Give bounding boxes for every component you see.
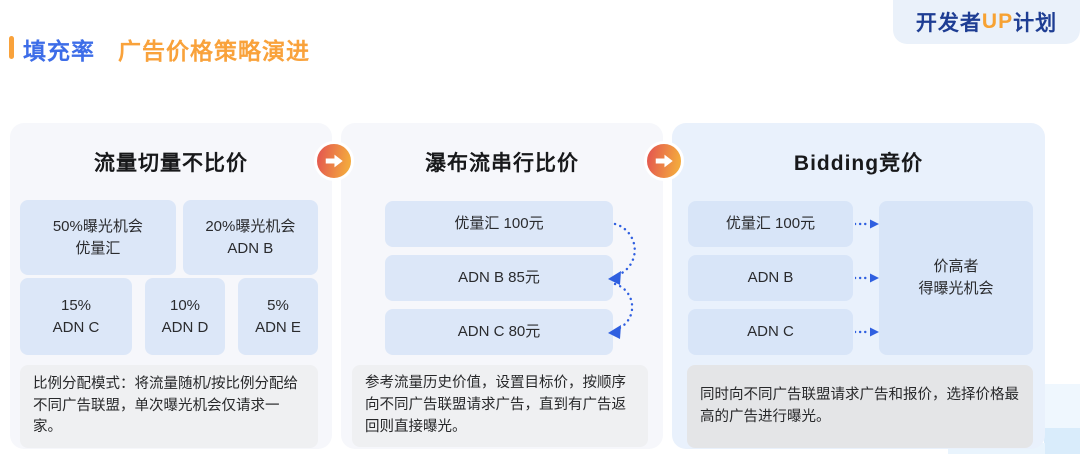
panel-bidding: Bidding竞价 优量汇 100元 ADN B ADN C 价高者 得曝光机会… [672, 123, 1045, 449]
brand-badge-text: 计划 [1013, 12, 1058, 35]
panel-title: 流量切量不比价 [94, 152, 248, 175]
card-line: 得曝光机会 [918, 280, 994, 297]
card-line: ADN E [255, 318, 301, 336]
card-line: 10% [169, 296, 201, 314]
network-card: ADN C [688, 309, 853, 355]
card-line: 优量汇 [75, 239, 121, 257]
network-card: 5% ADN E [238, 278, 318, 355]
brand-badge-text: 开发者 [915, 12, 982, 35]
split-row-top: 50%曝光机会 优量汇 20%曝光机会 ADN B [20, 200, 318, 275]
card-line: 20%曝光机会 [205, 217, 296, 235]
bidding-cards: 优量汇 100元 ADN B ADN C [688, 201, 853, 355]
panel-waterfall: 瀑布流串行比价 优量汇 100元 ADN B 85元 ADN C 80元 参考流… [341, 123, 663, 449]
card-line: 优量汇 100元 [725, 215, 816, 233]
card-line: 优量汇 100元 [454, 215, 544, 233]
panel-note-text: 同时向不同广告联盟请求广告和报价，选择价格最高的广告进行曝光。 [700, 386, 1019, 425]
card-line: 价高者 [933, 258, 979, 276]
split-row-bottom: 15% ADN C 10% ADN D 5% ADN E [20, 278, 318, 355]
corner-decor-shape [1044, 384, 1080, 428]
network-card: 50%曝光机会 优量汇 [20, 200, 176, 275]
flow-arrow-icon [644, 141, 684, 181]
panel-traffic-split: 流量切量不比价 50%曝光机会 优量汇 20%曝光机会 ADN B 15% AD… [10, 123, 332, 449]
section-label: 填充率 [23, 38, 95, 64]
network-card: 10% ADN D [145, 278, 225, 355]
card-line: 15% [60, 296, 92, 314]
network-card: ADN B [688, 255, 853, 301]
corner-decor-shape [1044, 428, 1080, 454]
card-line: ADN C [52, 318, 100, 336]
panel-title: 瀑布流串行比价 [425, 152, 579, 175]
flow-arrow-icon [314, 141, 354, 181]
card-line: ADN C [747, 323, 794, 341]
brand-badge-text: UP [981, 10, 1014, 33]
network-card: 优量汇 100元 [385, 201, 613, 247]
network-card: 15% ADN C [20, 278, 132, 355]
panel-title: Bidding竞价 [793, 152, 924, 175]
network-card: 20%曝光机会 ADN B [182, 200, 318, 275]
network-card: 优量汇 100元 [688, 201, 853, 247]
right-arrow-icon [325, 154, 343, 168]
panel-note-text: 比例分配模式：将流量随机/按比例分配给不同广告联盟，单次曝光机会仅请求一家。 [33, 375, 299, 436]
right-arrow-icon [655, 154, 673, 168]
card-line: 5% [267, 296, 289, 314]
card-line: ADN B [747, 269, 794, 287]
waterfall-cards: 优量汇 100元 ADN B 85元 ADN C 80元 [385, 201, 613, 355]
brand-badge: 开发者 UP 计划 [893, 0, 1080, 44]
network-card: ADN C 80元 [385, 309, 613, 355]
card-line: ADN B [227, 239, 274, 257]
page-title: 广告价格策略演进 [118, 38, 310, 64]
card-line: ADN B 85元 [458, 269, 540, 287]
dotted-arrow-icon [855, 219, 879, 337]
panel-note-text: 参考流量历史价值，设置目标价，按顺序向不同广告联盟请求广告，直到有广告返回则直接… [365, 375, 626, 435]
panel-note: 参考流量历史价值，设置目标价，按顺序向不同广告联盟请求广告，直到有广告返回则直接… [352, 365, 648, 447]
dotted-arc-arrow-icon [608, 222, 636, 339]
card-line: ADN C 80元 [457, 323, 541, 341]
panel-note: 同时向不同广告联盟请求广告和报价，选择价格最高的广告进行曝光。 [687, 365, 1033, 448]
network-card: ADN B 85元 [385, 255, 613, 301]
card-line: ADN D [161, 318, 209, 336]
title-accent-bar [9, 36, 14, 59]
card-line: 50%曝光机会 [52, 217, 143, 235]
panel-note: 比例分配模式：将流量随机/按比例分配给不同广告联盟，单次曝光机会仅请求一家。 [20, 365, 318, 448]
winner-card: 价高者 得曝光机会 [879, 201, 1033, 355]
